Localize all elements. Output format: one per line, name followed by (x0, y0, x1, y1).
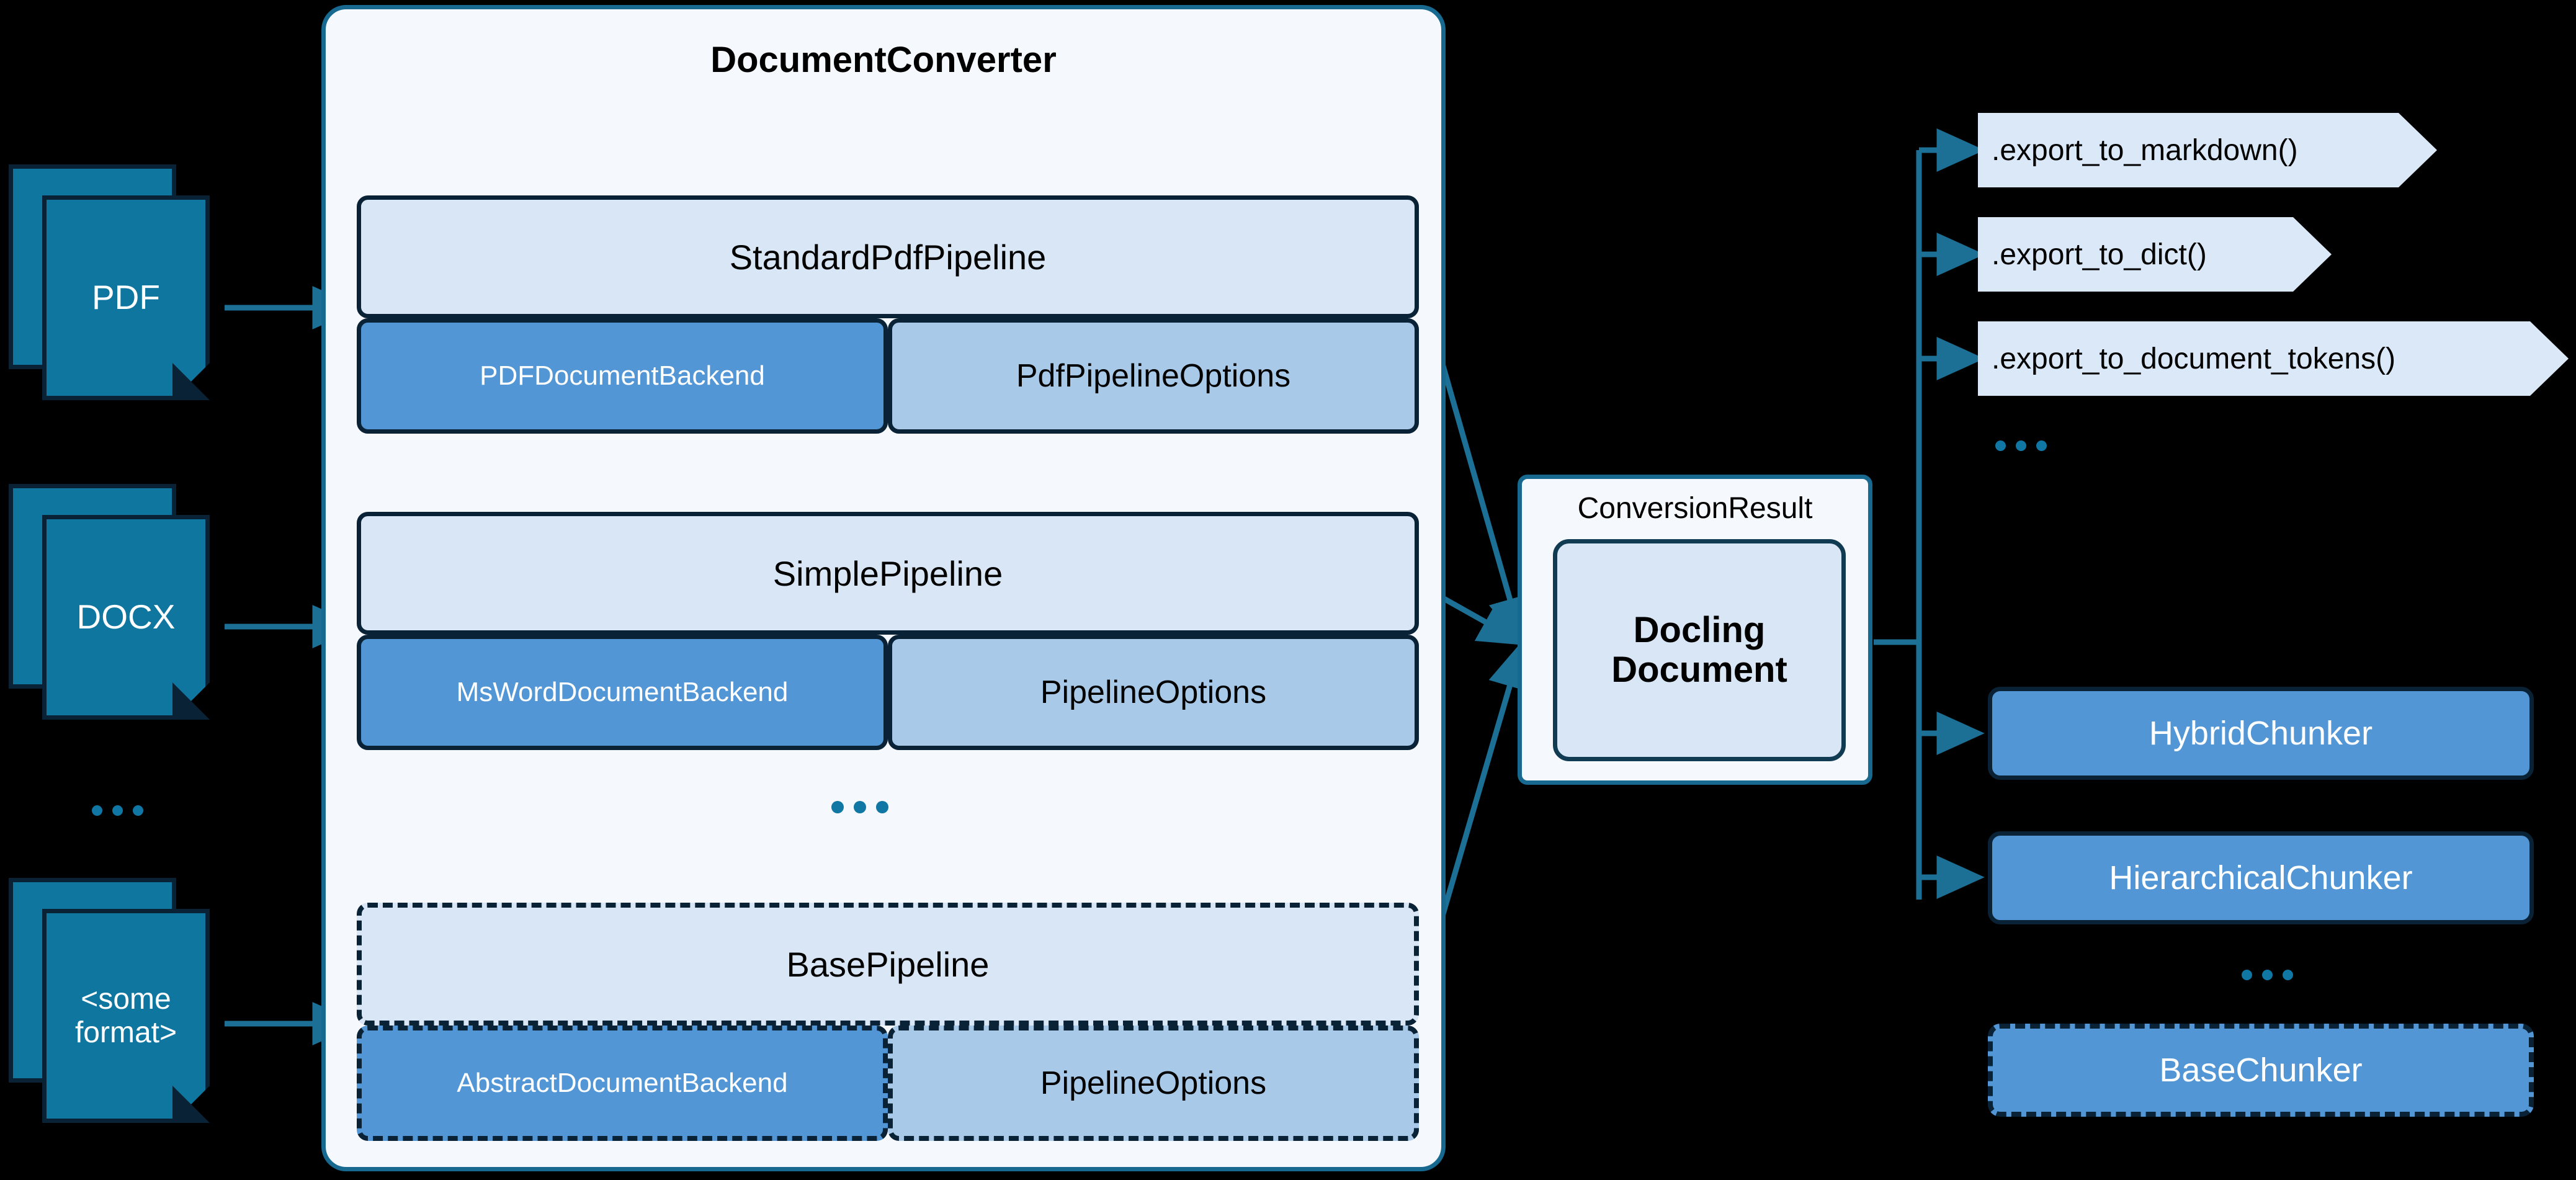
pipeline-name: SimplePipeline (772, 553, 1003, 593)
docling-document-line1: Docling (1633, 610, 1766, 651)
options-pipelineoptions-abstract[interactable]: PipelineOptions (888, 1026, 1419, 1141)
doc-label: DOCX (76, 597, 176, 637)
export-method-label: .export_to_dict() (1992, 238, 2207, 271)
options-name: PipelineOptions (1040, 1065, 1267, 1101)
conversion-result-container[interactable]: ConversionResult Docling Document (1518, 475, 1872, 785)
pipeline-name: StandardPdfPipeline (729, 237, 1047, 277)
docling-document-line2: Document (1611, 650, 1787, 690)
doc-label-line2: format> (74, 1016, 177, 1049)
doc-fold-icon (172, 1086, 210, 1123)
chunker-basechunker[interactable]: BaseChunker (1988, 1024, 2534, 1117)
exports-ellipsis (1995, 440, 2047, 451)
export-method-dict[interactable]: .export_to_dict() (1978, 217, 2332, 292)
chunker-hybridchunker[interactable]: HybridChunker (1988, 687, 2534, 780)
pipeline-header-basepipeline[interactable]: BasePipeline (357, 903, 1419, 1026)
backend-name: AbstractDocumentBackend (457, 1068, 788, 1098)
input-ellipsis (92, 805, 143, 816)
converter-ellipsis (831, 801, 888, 813)
conversion-result-label: ConversionResult (1577, 492, 1813, 525)
export-method-document-tokens[interactable]: .export_to_document_tokens() (1978, 321, 2569, 396)
backend-abstractdocumentbackend[interactable]: AbstractDocumentBackend (357, 1026, 888, 1141)
backend-name: PDFDocumentBackend (480, 360, 765, 391)
input-document-docx[interactable]: DOCX (9, 484, 226, 741)
doc-fold-icon (172, 363, 210, 400)
backend-name: MsWordDocumentBackend (456, 677, 789, 707)
pipeline-header-standardpdfpipeline[interactable]: StandardPdfPipeline (357, 195, 1419, 318)
chunker-name: HierarchicalChunker (2109, 859, 2413, 896)
document-converter-panel[interactable]: DocumentConverter StandardPdfPipeline PD… (321, 5, 1446, 1171)
options-name: PipelineOptions (1040, 674, 1267, 710)
pipeline-name: BasePipeline (786, 944, 990, 984)
export-method-label: .export_to_markdown() (1992, 133, 2298, 167)
export-method-markdown[interactable]: .export_to_markdown() (1978, 113, 2437, 187)
export-method-label: .export_to_document_tokens() (1992, 342, 2396, 375)
docling-document-box[interactable]: Docling Document (1553, 539, 1846, 761)
doc-label: PDF (92, 278, 160, 317)
chunker-name: HybridChunker (2149, 715, 2373, 752)
options-name: PdfPipelineOptions (1016, 358, 1291, 394)
page-title: DocumentConverter (710, 40, 1057, 80)
input-document-pdf[interactable]: PDF (9, 164, 226, 422)
doc-fold-icon (172, 682, 210, 720)
options-pdfpipelineoptions[interactable]: PdfPipelineOptions (888, 318, 1419, 434)
backend-pdfdocumentbackend[interactable]: PDFDocumentBackend (357, 318, 888, 434)
doc-label-line1: <some (81, 982, 171, 1016)
options-pipelineoptions[interactable]: PipelineOptions (888, 635, 1419, 750)
input-document-some-format[interactable]: <some format> (9, 878, 226, 1151)
pipeline-header-simplepipeline[interactable]: SimplePipeline (357, 512, 1419, 635)
chunker-hierarchicalchunker[interactable]: HierarchicalChunker (1988, 831, 2534, 924)
chunker-name: BaseChunker (2159, 1052, 2363, 1089)
chunkers-ellipsis (2242, 970, 2293, 980)
backend-msworddocumentbackend[interactable]: MsWordDocumentBackend (357, 635, 888, 750)
